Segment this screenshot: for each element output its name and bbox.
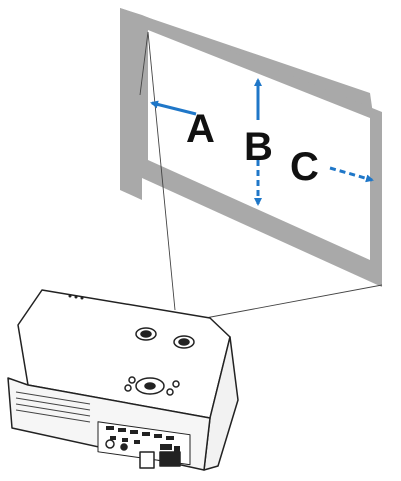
projector-port-round bbox=[105, 439, 115, 449]
screen-back-panel-left bbox=[120, 8, 142, 200]
control-button-4 bbox=[124, 384, 132, 392]
projector-power-socket bbox=[159, 451, 181, 467]
indicator-dots bbox=[68, 294, 84, 300]
projector-foot bbox=[139, 451, 155, 469]
control-button-3 bbox=[172, 380, 180, 388]
projector-icon bbox=[7, 289, 239, 471]
control-button-2 bbox=[166, 388, 174, 396]
label-c: C bbox=[290, 145, 319, 189]
projector-vents bbox=[15, 391, 91, 423]
arrow-left-icon bbox=[150, 100, 197, 116]
label-b: B bbox=[244, 125, 273, 169]
projection-screen-surface bbox=[148, 30, 370, 260]
control-button-1 bbox=[128, 376, 136, 384]
projector-ports bbox=[106, 426, 180, 452]
focus-dial-inner bbox=[178, 338, 190, 346]
control-pad-center bbox=[144, 382, 156, 390]
projector-port-round-2 bbox=[120, 443, 128, 451]
label-a: A bbox=[186, 107, 215, 151]
dashed-arrow-right-icon bbox=[329, 166, 374, 183]
zoom-dial-inner bbox=[140, 330, 152, 338]
